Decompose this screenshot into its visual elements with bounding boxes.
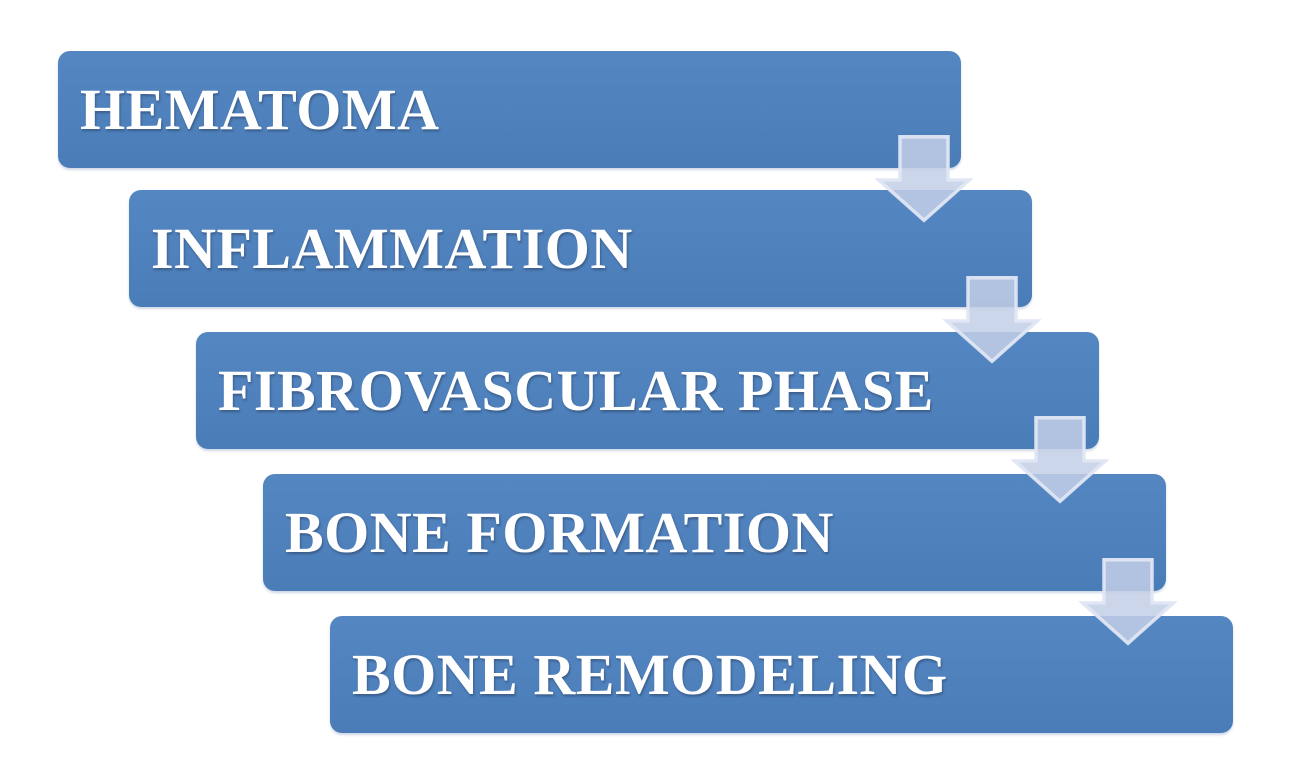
step-label-fibrovascular-phase: FIBROVASCULAR PHASE xyxy=(218,358,934,423)
step-label-hematoma: HEMATOMA xyxy=(80,77,440,142)
down-arrow-icon xyxy=(1078,558,1178,646)
down-arrow-icon xyxy=(1010,416,1110,504)
step-box-bone-remodeling: BONE REMODELING xyxy=(330,616,1233,733)
step-box-hematoma: HEMATOMA xyxy=(58,51,961,168)
step-label-bone-remodeling: BONE REMODELING xyxy=(352,642,948,707)
step-box-bone-formation: BONE FORMATION xyxy=(263,474,1166,591)
step-label-bone-formation: BONE FORMATION xyxy=(285,500,834,565)
step-label-inflammation: INFLAMMATION xyxy=(151,216,633,281)
down-arrow-icon xyxy=(874,135,974,223)
step-box-fibrovascular-phase: FIBROVASCULAR PHASE xyxy=(196,332,1099,449)
down-arrow-icon xyxy=(942,276,1042,364)
step-box-inflammation: INFLAMMATION xyxy=(129,190,1032,307)
